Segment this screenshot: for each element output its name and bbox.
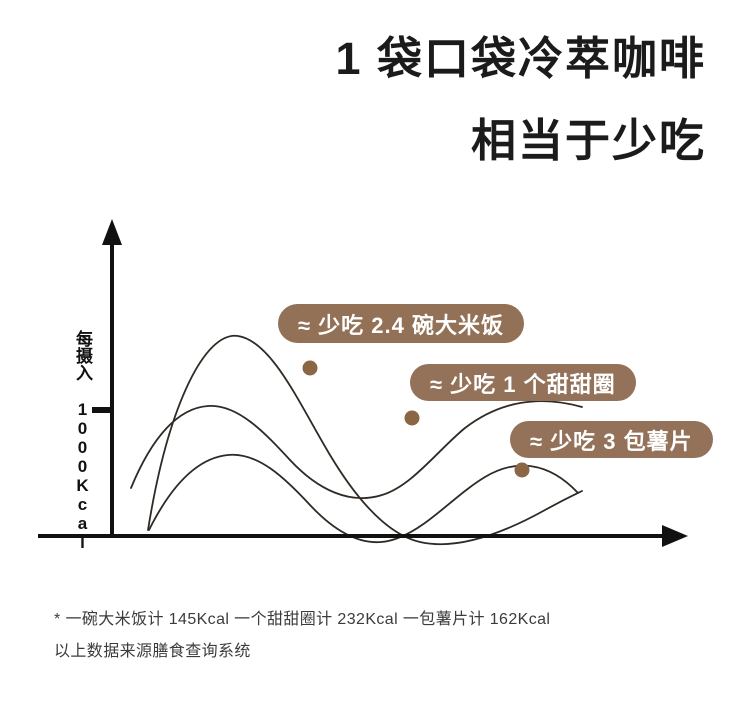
y-axis-label: 每摄入 1000Kcal <box>73 330 92 552</box>
chart-svg <box>38 219 688 547</box>
marker-dot-donut <box>404 410 420 426</box>
footnote-line-2: 以上数据来源膳食查询系统 <box>54 643 251 660</box>
x-axis-arrow-icon <box>662 525 688 547</box>
headline-line-1: 1 袋口袋冷萃咖啡 <box>335 33 706 84</box>
footnote-line-1: * 一碗大米饭计 145Kcal 一个甜甜圈计 232Kcal 一包薯片计 16… <box>54 611 551 628</box>
callout-pill-donut: ≈ 少吃 1 个甜甜圈 <box>410 364 636 401</box>
callout-pill-rice: ≈ 少吃 2.4 碗大米饭 <box>278 304 524 343</box>
curve-donut <box>130 400 583 499</box>
marker-dot-rice <box>302 360 318 376</box>
calorie-chart <box>0 205 750 575</box>
marker-dot-group <box>302 360 530 478</box>
y-axis-arrow-icon <box>102 219 122 245</box>
curve-rice <box>147 335 583 546</box>
marker-dot-chips <box>514 462 530 478</box>
headline-line-2: 相当于少吃 <box>470 115 706 166</box>
callout-pill-chips: ≈ 少吃 3 包薯片 <box>510 421 713 458</box>
